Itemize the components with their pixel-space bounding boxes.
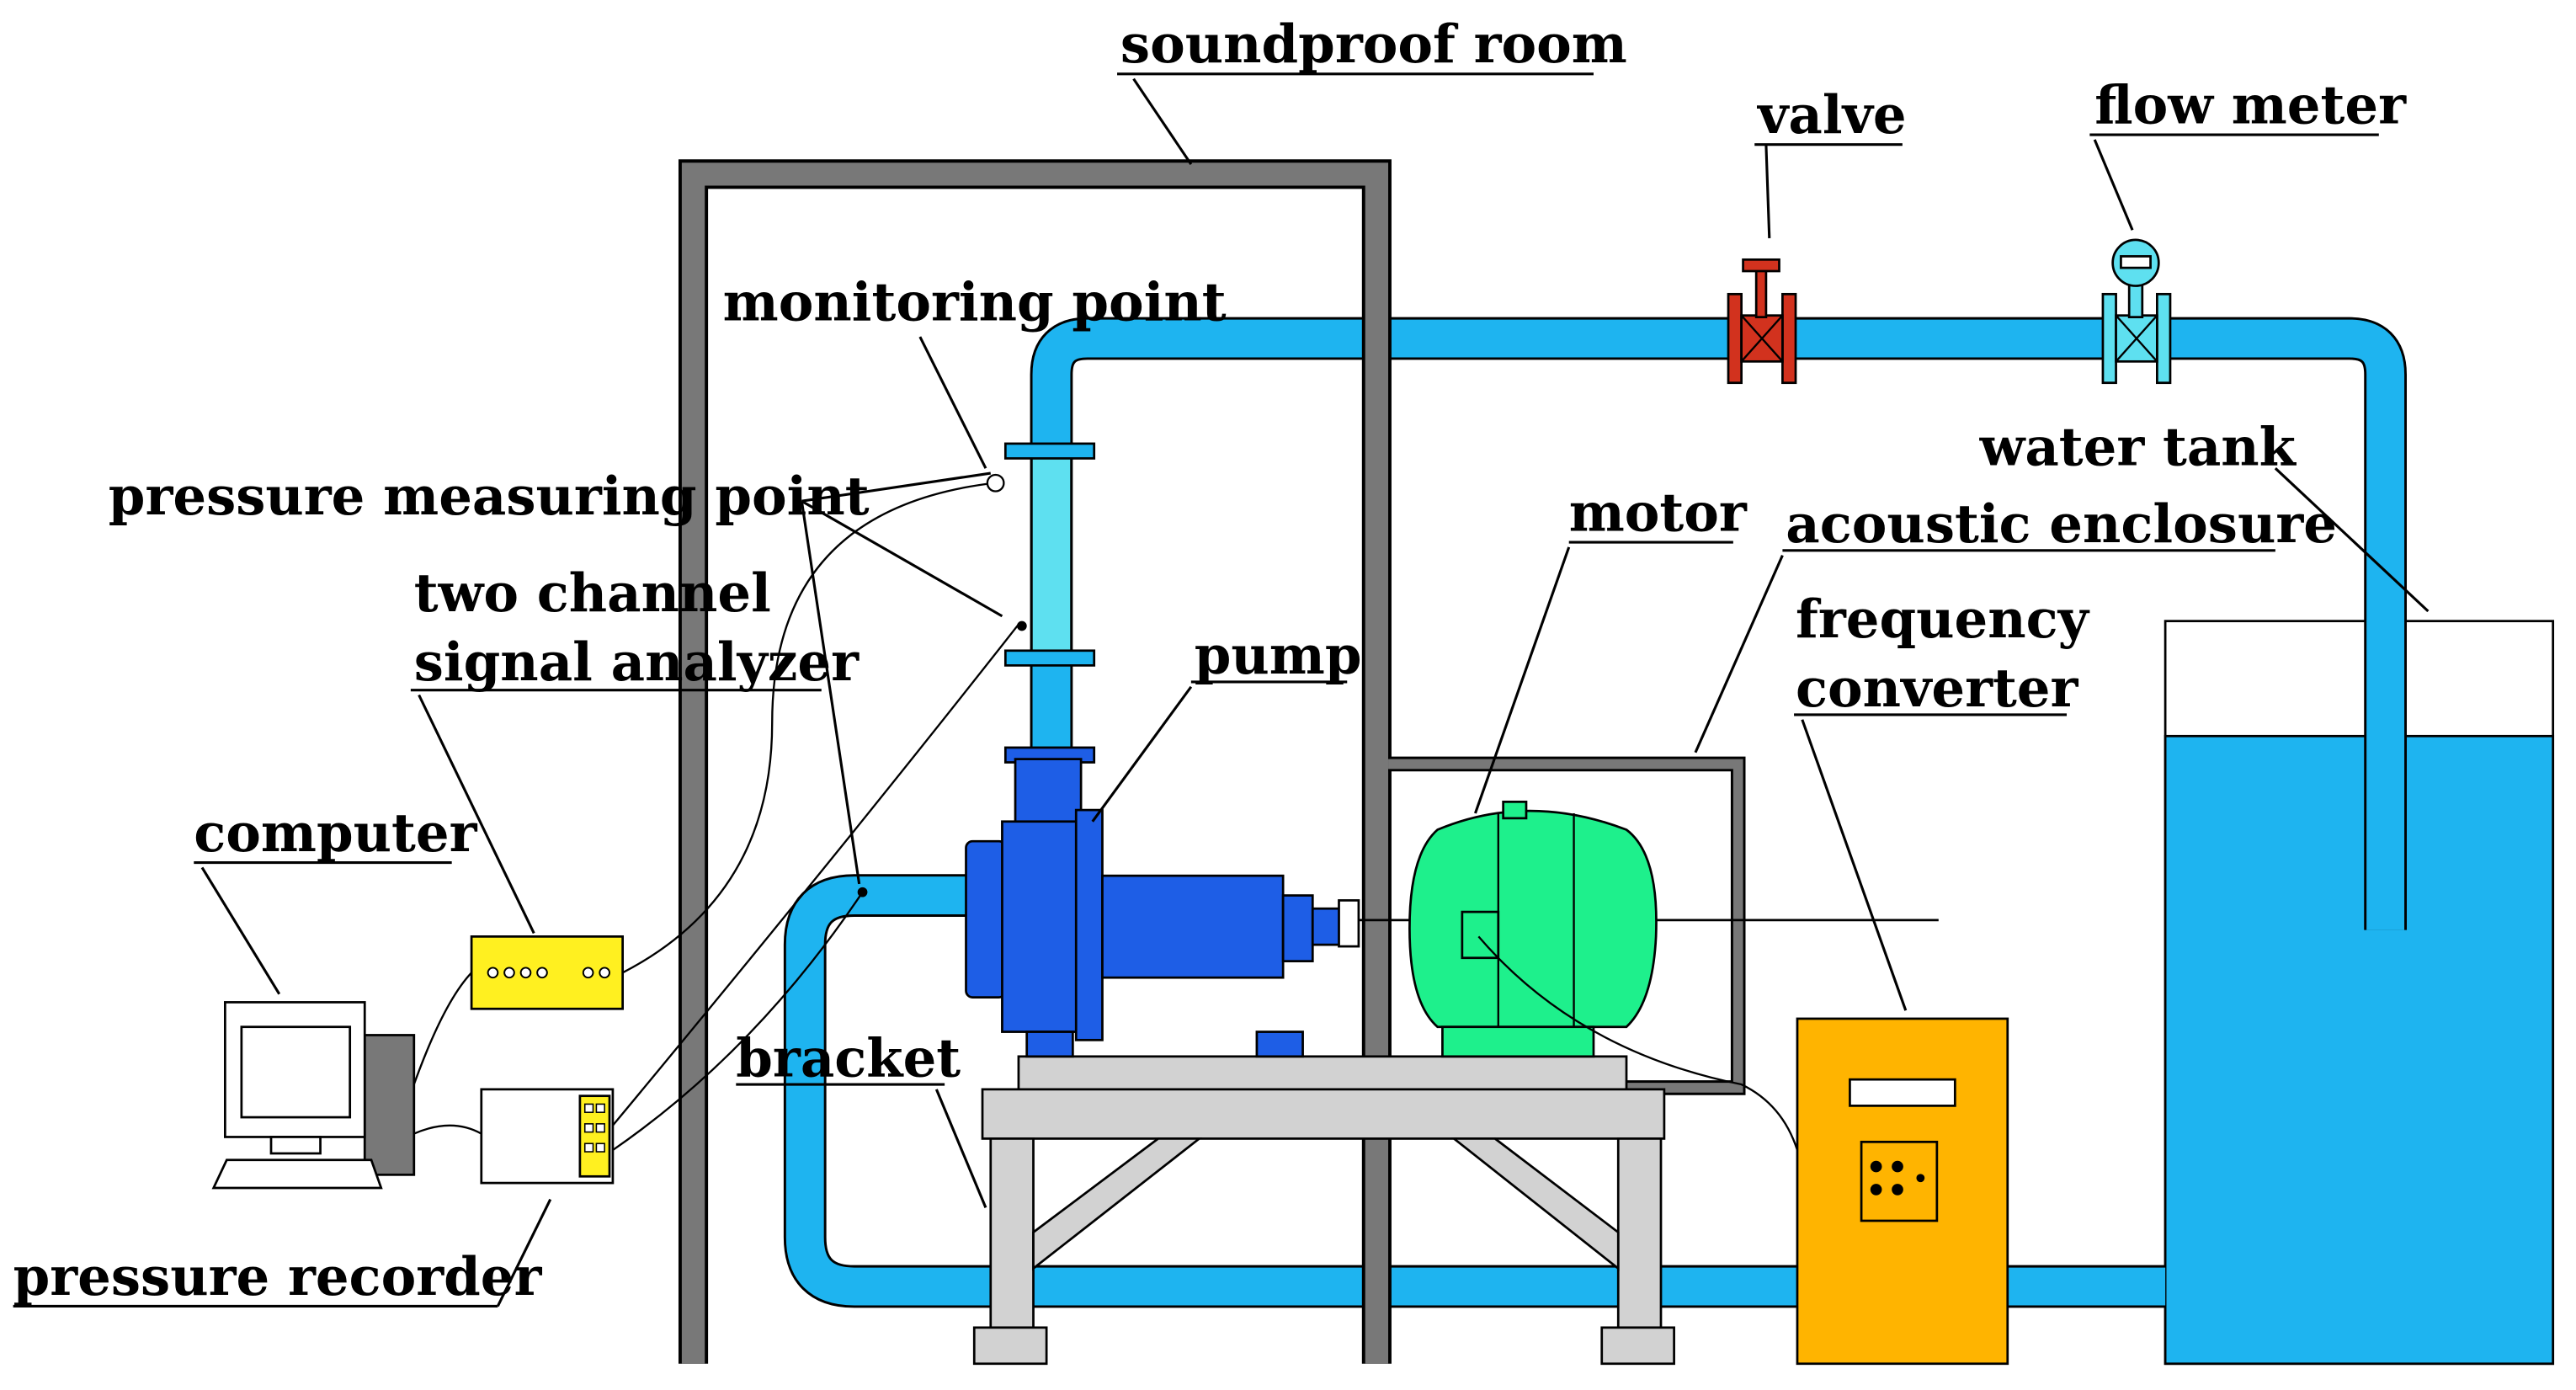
label-water-tank: water tank	[1979, 415, 2297, 477]
label-computer: computer	[194, 802, 477, 864]
label-pump: pump	[1195, 624, 1362, 686]
label-signal-analyzer: signal analyzer	[414, 631, 860, 693]
coupling	[1338, 899, 1360, 948]
flow-meter	[2101, 238, 2172, 385]
leader-lines	[13, 72, 2430, 1308]
label-pressure-measuring-point: pressure measuring point	[109, 465, 870, 527]
water-tank	[2164, 620, 2555, 1366]
pump	[965, 758, 1344, 1058]
pipe-loop	[783, 317, 2407, 1308]
valve	[1727, 258, 1797, 385]
label-motor: motor	[1569, 481, 1748, 543]
label-frequency: frequency	[1796, 588, 2090, 650]
label-pressure-recorder: pressure recorder	[13, 1245, 543, 1307]
signal-wires	[412, 482, 1799, 1152]
computer-tower	[363, 1034, 416, 1176]
frequency-converter	[1796, 1017, 2009, 1366]
flange-lower	[1003, 649, 1096, 667]
label-soundproof-room: soundproof room	[1120, 13, 1627, 75]
label-bracket: bracket	[736, 1026, 961, 1089]
pressure-recorder	[480, 1088, 615, 1185]
label-flow-meter: flow meter	[2094, 73, 2407, 136]
monitoring-section	[1030, 450, 1072, 658]
label-monitoring-point: monitoring point	[723, 271, 1227, 333]
pressure-point-outlet	[1016, 620, 1027, 631]
pump-inlet-flange	[965, 839, 1007, 999]
flange-upper	[1003, 442, 1096, 460]
label-valve: valve	[1756, 83, 1906, 146]
two-channel-signal-analyzer	[470, 935, 624, 1010]
tank-water	[2164, 734, 2555, 1366]
motor	[1408, 800, 1658, 1058]
bracket	[972, 1055, 1675, 1366]
label-converter: converter	[1796, 657, 2079, 719]
pressure-point-inlet	[857, 887, 868, 897]
label-two-channel: two channel	[414, 562, 771, 624]
monitoring-point-marker	[986, 473, 1005, 493]
computer	[211, 1001, 416, 1190]
label-acoustic-enclosure: acoustic enclosure	[1786, 493, 2337, 555]
